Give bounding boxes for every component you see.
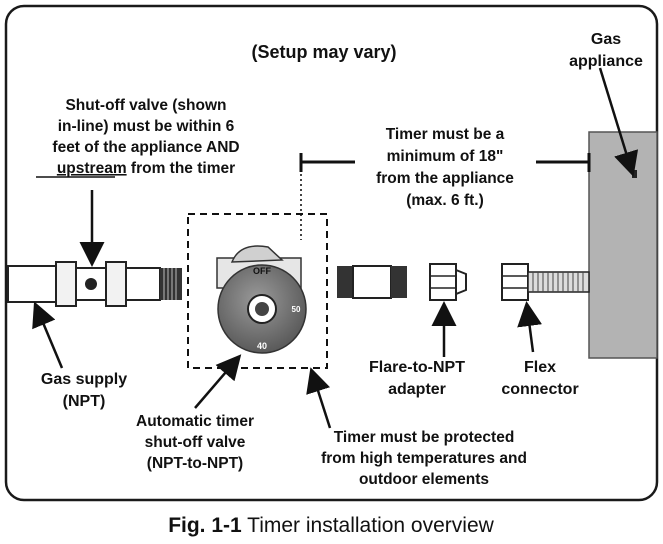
setup-note: (Setup may vary): [251, 42, 396, 62]
timer-protect-line-2: from high temperatures and: [321, 450, 527, 467]
timer-protect-line-3: outdoor elements: [359, 471, 489, 488]
auto-timer-label: Automatic timer shut-off valve (NPT-to-N…: [136, 413, 254, 472]
timer-dial-hub: [255, 302, 269, 316]
timer-distance-line-3: from the appliance: [376, 170, 514, 187]
valve-body-right: [105, 261, 127, 307]
gas-supply-arrow: [32, 301, 64, 369]
flare-adapter-label: Flare-to-NPT adapter: [369, 359, 465, 398]
timer-dashed-box: [187, 213, 328, 369]
gas-appliance-arrow: [598, 67, 639, 177]
threaded-nipple: [337, 265, 407, 299]
valve-stem: [85, 278, 97, 290]
timer-distance-line-2: minimum of 18": [387, 148, 504, 165]
timer-distance-line-4: (max. 6 ft.): [406, 192, 484, 209]
auto-timer-line-2: shut-off valve: [145, 434, 246, 451]
shutoff-note-line-4: upstream from the timer: [57, 160, 235, 177]
gas-appliance-label: Gas appliance: [569, 31, 643, 70]
figure-border: [4, 4, 659, 502]
flex-connector-arrow: [517, 301, 542, 353]
shutoff-note-line-1: Shut-off valve (shown: [65, 97, 226, 114]
timer-knob-flap: [230, 245, 284, 263]
shutoff-note: Shut-off valve (shown in-line) must be w…: [36, 97, 240, 178]
flare-adapter: [429, 263, 467, 301]
gas-appliance-line-1: Gas: [591, 31, 621, 48]
gas-appliance-box: [588, 131, 658, 359]
nipple-pipe: [125, 267, 161, 301]
flare-adapter-line-2: adapter: [388, 381, 446, 398]
auto-timer-line-3: (NPT-to-NPT): [147, 455, 243, 472]
gas-supply-label: Gas supply (NPT): [41, 371, 127, 410]
shutoff-note-line-3: feet of the appliance AND: [52, 139, 239, 156]
pipe-threads: [160, 268, 182, 300]
flex-connector-label: Flex connector: [501, 359, 578, 398]
timer-protect-label: Timer must be protected from high temper…: [321, 429, 527, 488]
flex-connector-line-1: Flex: [524, 359, 556, 376]
valve-body-center: [75, 267, 107, 301]
flex-connector: [501, 263, 590, 301]
flare-adapter-line-1: Flare-to-NPT: [369, 359, 465, 376]
gas-appliance-line-2: appliance: [569, 53, 643, 70]
dial-bottom-label: 40: [257, 341, 267, 351]
shutoff-note-line-2: in-line) must be within 6: [58, 118, 235, 135]
timer-distance-note: Timer must be a minimum of 18" from the …: [376, 126, 514, 209]
valve-body-left: [55, 261, 77, 307]
flex-connector-line-2: connector: [501, 381, 578, 398]
figure-caption-text: Timer installation overview: [242, 514, 495, 537]
gas-supply-pipe: [7, 265, 57, 303]
dial-off-label: OFF: [253, 266, 271, 276]
timer-protect-line-1: Timer must be protected: [334, 429, 515, 446]
gas-supply-line-2: (NPT): [63, 393, 106, 410]
gas-supply-line-1: Gas supply: [41, 371, 127, 388]
auto-timer-line-1: Automatic timer: [136, 413, 254, 430]
auto-timer-arrow: [194, 354, 242, 409]
timer-protect-arrow: [306, 367, 332, 429]
shutoff-note-upstream: upstream: [57, 160, 127, 177]
timer-distance-line-1: Timer must be a: [386, 126, 505, 143]
figure-caption-prefix: Fig. 1-1: [168, 514, 242, 537]
figure-caption: Fig. 1-1 Timer installation overview: [168, 514, 494, 537]
dial-right-label: 50: [292, 305, 301, 314]
timer-valve: OFF 40 50: [216, 245, 307, 354]
shutoff-note-line-4-rest: from the timer: [127, 160, 236, 177]
